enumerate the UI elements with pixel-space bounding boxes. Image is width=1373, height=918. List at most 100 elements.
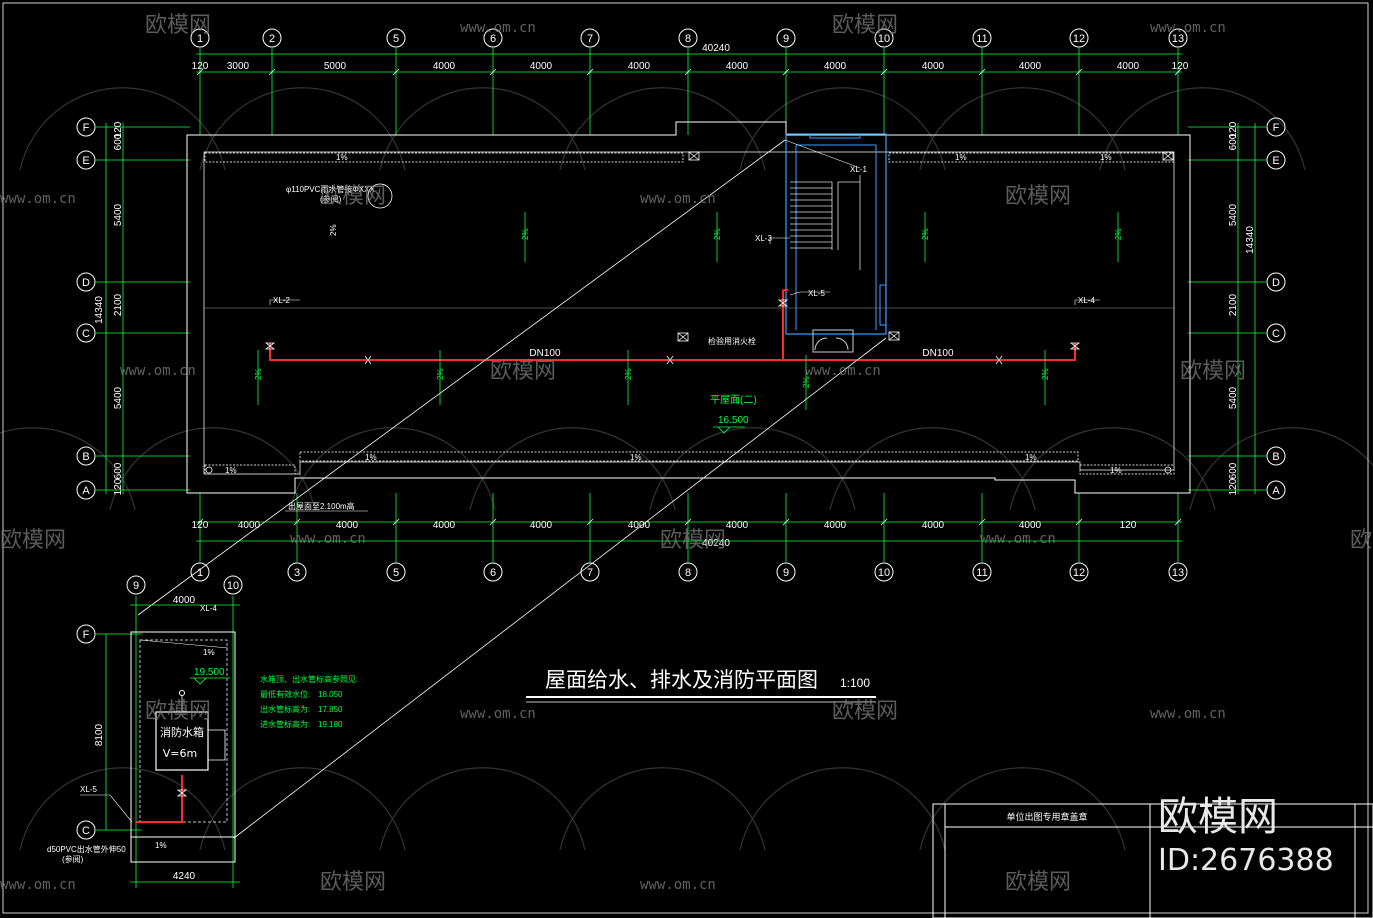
grid-bubble-top-8-circle [678, 28, 698, 48]
dim-left-segment: 120 [113, 121, 124, 138]
dim-tick [1174, 68, 1182, 76]
title-block-header: 单位出图专用章盖章 [1006, 811, 1087, 823]
grid-bubble-bottom-13-circle [1168, 562, 1188, 582]
drawing-scale: 1:100 [840, 676, 870, 690]
dim-top-segment: 4000 [824, 61, 847, 72]
pipe-dn-label-right: DN100 [922, 348, 954, 359]
tank-valve [176, 789, 188, 797]
detail-row-bubble-c: C [82, 825, 90, 837]
dim-bottom-segment: 4000 [726, 520, 749, 531]
dim-right-segment: 120 [1228, 478, 1239, 495]
detail-width-bottom: 4240 [173, 871, 196, 882]
gutter-slope: 1% [630, 453, 642, 462]
detail-row-bubble-f: F [83, 629, 90, 641]
pipe-valves [264, 299, 1081, 365]
grid-bubble-left-B-circle [76, 446, 96, 466]
axis-grid-lines [96, 48, 1266, 562]
grid-bubble-left-E: E [82, 155, 89, 167]
plan-annotations: DN100 DN100 XL-2 XL-4 XL-3 XL-5 XL-1 检验用… [225, 153, 1123, 512]
detail-elevation-mark [190, 677, 230, 685]
watermark-brand: 欧模网 [145, 699, 211, 724]
grid-bubble-bottom-9: 9 [783, 567, 789, 579]
grid-bubble-top-2: 2 [269, 33, 275, 45]
note-label-2: 出水管标高为: [260, 704, 310, 714]
slope-label: 2% [921, 228, 930, 240]
detail-height: 8100 [94, 723, 105, 746]
dim-top-segment: 120 [1172, 61, 1189, 72]
slope-label: 2% [624, 368, 633, 380]
dim-tick [392, 68, 400, 76]
pipe-dn-label-left: DN100 [529, 348, 561, 359]
dim-tick [684, 68, 692, 76]
detail-slope-label: 1% [155, 841, 167, 850]
dim-top-segment: 4000 [433, 61, 456, 72]
dim-tick [1174, 518, 1182, 526]
dim-top-segment: 4000 [1019, 61, 1042, 72]
detail-bubbles: 9 10 F C [76, 575, 243, 840]
detail-pipe-note-ref: (参阅) [62, 854, 84, 864]
grid-bubble-right-E: E [1272, 155, 1279, 167]
roof-gutters [204, 152, 1175, 475]
watermark-url: www.om.cn [640, 191, 716, 207]
detail-tag-top: XL-4 [200, 604, 217, 613]
slope-label: 2% [1041, 368, 1050, 380]
slope-labels: 2% 2% 2% 2% 2% 2% 2% 2% 2% 2% [254, 224, 1123, 388]
roof-elevation-mark [713, 426, 745, 434]
grid-bubble-bottom-1: 1 [197, 567, 203, 579]
watermark-layer: 欧模网欧模网欧模网欧模网欧模网欧模网欧模网欧模网欧模网欧模网欧模网欧模网欧模网w… [0, 13, 1373, 895]
slope-label: 2% [713, 228, 722, 240]
grid-bubble-bottom-12: 12 [1073, 567, 1085, 579]
pipe-tag-xl4: XL-4 [1078, 296, 1095, 305]
pipe-tag-xl1: XL-1 [850, 165, 867, 174]
watermark-url: www.om.cn [460, 20, 536, 36]
dim-left-segment: 600 [113, 133, 124, 150]
dim-tick [586, 518, 594, 526]
grid-bubble-top-13: 13 [1172, 33, 1184, 45]
dim-total-top: 40240 [702, 43, 730, 54]
watermark-brand: 欧模网 [1180, 359, 1246, 384]
dim-top-segment: 4000 [530, 61, 553, 72]
dim-tick [782, 68, 790, 76]
detail-slope-line [139, 639, 229, 649]
watermark-brand: 欧模网 [490, 359, 556, 384]
grid-bubble-bottom-11-circle [972, 562, 992, 582]
grid-bubble-right-B-circle [1266, 446, 1286, 466]
grid-bubble-bottom-1-circle [190, 562, 210, 582]
dim-top-segment: 4000 [628, 61, 651, 72]
dim-right-segment: 600 [1228, 462, 1239, 479]
watermark-url: www.om.cn [805, 363, 881, 379]
detail-width-top: 4000 [173, 595, 196, 606]
gutter-slope: 1% [365, 453, 377, 462]
watermark-url: www.om.cn [0, 191, 76, 207]
grid-bubble-top-1-circle [190, 28, 210, 48]
gutter-slope: 1% [1110, 466, 1122, 475]
notes-title: 水箱顶、出水管标高参照见: [260, 674, 358, 684]
dim-right-segment: 2100 [1228, 293, 1239, 316]
dim-left-segment: 2100 [113, 293, 124, 316]
roof-elevation: 16.500 [718, 415, 749, 426]
parapet-note: 出屋面至2.100m高 [288, 501, 355, 511]
grid-bubble-bottom-7: 7 [587, 567, 593, 579]
grid-bubble-right-F: F [1273, 122, 1280, 134]
grid-bubble-bottom-5-circle [386, 562, 406, 582]
detail-elevation: 19.500 [194, 667, 225, 678]
dim-top-segment: 4000 [726, 61, 749, 72]
drawing-title: 屋面给水、排水及消防平面图 [545, 668, 818, 692]
watermark-url: www.om.cn [460, 706, 536, 722]
watermark-url: www.om.cn [1150, 20, 1226, 36]
watermark-brand: 欧模网 [1005, 184, 1071, 209]
dim-tick [489, 68, 497, 76]
pipe-riser-leaders [269, 139, 1100, 305]
note-value-1: 18.050 [318, 690, 343, 699]
dim-tick [978, 68, 986, 76]
pipe-tag-xl3: XL-3 [755, 234, 772, 243]
dim-bottom-segment: 4000 [336, 520, 359, 531]
dim-top-segment: 3000 [227, 61, 250, 72]
grid-bubble-top-10-circle [874, 28, 894, 48]
note-label-3: 进水管标高为: [260, 719, 310, 729]
grid-bubble-top-7-circle [580, 28, 600, 48]
